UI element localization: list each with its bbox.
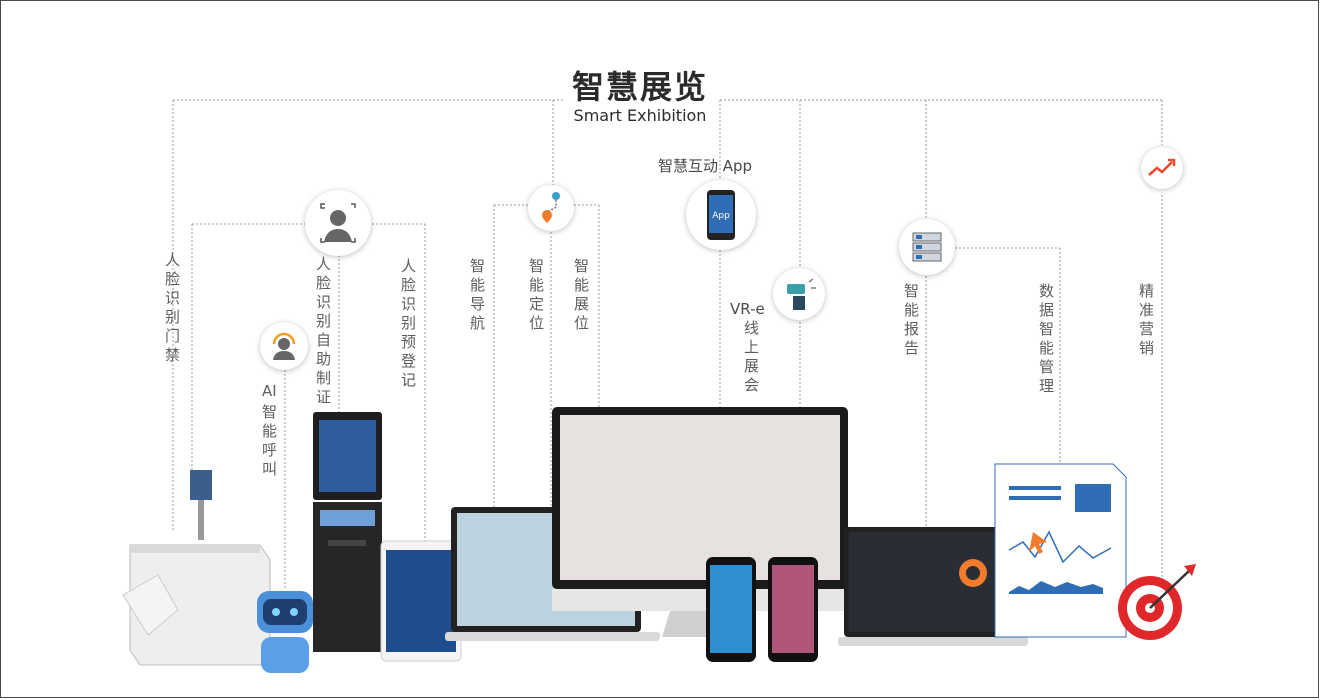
- location-route-icon: [528, 185, 574, 231]
- report-document-illustration: [994, 463, 1127, 638]
- vr-headset-icon: [773, 268, 825, 320]
- self-service-kiosk-illustration: [313, 412, 382, 652]
- server-rack-icon: [899, 219, 955, 275]
- target-marketing-illustration: [1118, 564, 1196, 640]
- label-smart-report: 智能报告: [902, 283, 920, 359]
- page-subtitle: Smart Exhibition: [573, 106, 707, 125]
- face-scan-icon: [305, 190, 371, 256]
- laptop-dashboard-illustration: [838, 527, 1028, 646]
- robot-illustration: [257, 591, 313, 673]
- trend-up-icon: [1141, 147, 1183, 189]
- label-online-expo: 线上展会: [742, 320, 760, 396]
- app-icon: App: [686, 180, 756, 250]
- label-precision-marketing: 精准营销: [1137, 283, 1155, 359]
- label-navigation: 智能导航: [468, 258, 486, 334]
- headset-agent-icon: [260, 322, 308, 370]
- label-booth-position: 智能展位: [572, 258, 590, 334]
- tablet-illustration: [380, 540, 462, 662]
- label-data-mgmt: 数据智能管理: [1037, 283, 1055, 397]
- label-vr-e: VR-e: [730, 300, 765, 318]
- label-positioning: 智能定位: [527, 258, 545, 334]
- page-title: 智慧展览: [571, 68, 708, 106]
- label-face-prereg: 人脸识别预登记: [399, 258, 417, 391]
- phone-app-illustration: [706, 557, 818, 662]
- label-ai-call: 智能呼叫: [260, 404, 278, 480]
- app-icon-text: App: [712, 211, 730, 221]
- label-face-card: 人脸识别自助制证: [314, 256, 332, 408]
- imac-online-expo-illustration: [552, 407, 848, 637]
- label-face-access: 人脸识别门禁: [163, 252, 181, 366]
- label-ai: AI: [262, 382, 277, 400]
- label-interactive-app: 智慧互动 App: [658, 157, 753, 175]
